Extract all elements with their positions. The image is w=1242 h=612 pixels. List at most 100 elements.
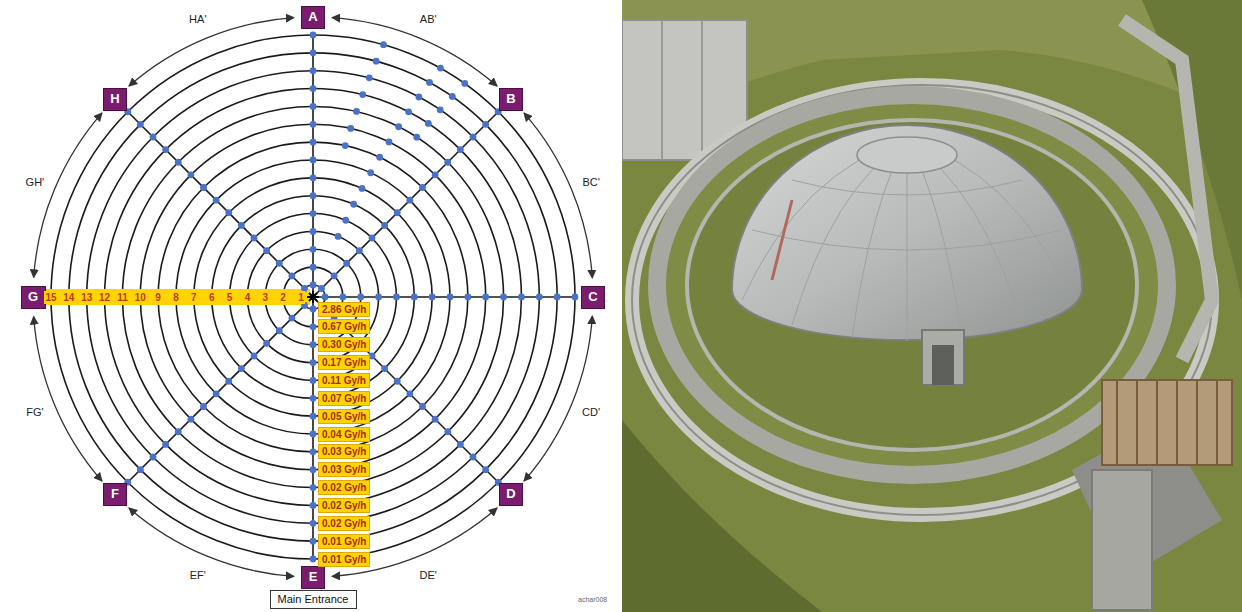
sector-label: HA' <box>187 13 208 25</box>
measurement-dot <box>419 184 426 191</box>
ring <box>194 178 432 416</box>
walkway-ring <box>657 95 1167 475</box>
stair-walk <box>1092 470 1152 610</box>
spoke <box>312 35 314 297</box>
measurement-dot <box>288 315 295 322</box>
arc-arrow <box>332 18 497 86</box>
entrance-box: Main Entrance <box>270 590 357 609</box>
measurement-dot <box>356 247 363 254</box>
ring-number: 2 <box>279 291 287 304</box>
arc-arrow <box>129 508 294 576</box>
measurement-dot <box>310 466 317 473</box>
measurement-dot <box>187 171 194 178</box>
sector-label: DE' <box>417 569 438 581</box>
dose-rate: 0.02 Gy/h <box>318 516 370 531</box>
ladder <box>772 200 792 280</box>
arc-arrow <box>129 18 294 86</box>
ring-number: 15 <box>44 291 57 304</box>
measurement-dot <box>432 171 439 178</box>
position-marker: C <box>581 286 605 309</box>
measurement-dot <box>415 94 422 101</box>
measurement-dot <box>137 466 144 473</box>
sector-label: FG' <box>24 406 45 418</box>
measurement-dot <box>310 210 317 217</box>
measurement-dot <box>342 142 349 149</box>
ring-number: 13 <box>80 291 93 304</box>
measurement-dot <box>339 294 346 301</box>
ring <box>140 124 485 469</box>
measurement-dot <box>310 448 317 455</box>
measurement-dot <box>482 121 489 128</box>
ring-number: 8 <box>172 291 180 304</box>
aerial-photo <box>622 0 1242 612</box>
ring <box>247 231 378 362</box>
measurement-dot <box>310 520 317 527</box>
measurement-dot <box>373 58 380 65</box>
measurement-dot <box>310 139 317 146</box>
measurement-dot <box>276 260 283 267</box>
measurement-dot <box>310 323 317 330</box>
pergola <box>1102 380 1232 465</box>
measurement-dot <box>432 416 439 423</box>
measurement-dot <box>367 169 374 176</box>
measurement-dot <box>310 228 317 235</box>
position-marker: F <box>103 483 127 506</box>
measurement-dot <box>447 294 454 301</box>
measurement-dot <box>213 197 220 204</box>
measurement-dot <box>310 49 317 56</box>
measurement-dot <box>310 413 317 420</box>
ring-number: 10 <box>134 291 147 304</box>
measurement-dot <box>359 91 366 98</box>
position-letter: A <box>308 10 318 24</box>
measurement-dot <box>310 32 317 39</box>
grass-ground <box>622 0 1242 612</box>
dose-rate: 0.07 Gy/h <box>318 391 370 406</box>
dose-rate: 0.67 Gy/h <box>318 319 370 334</box>
measurement-dot <box>310 264 317 271</box>
measurement-dot <box>310 502 317 509</box>
measurement-dot <box>375 294 382 301</box>
position-letter: C <box>588 290 598 304</box>
measurement-dot <box>405 108 412 115</box>
arc-connectors <box>0 0 622 612</box>
measurement-dot <box>419 403 426 410</box>
measurement-dot <box>381 222 388 229</box>
entrance-door <box>932 345 954 385</box>
dose-rate: 0.01 Gy/h <box>318 552 370 567</box>
ring-number: 11 <box>116 291 129 304</box>
position-marker: E <box>301 566 325 589</box>
measurement-dot <box>457 441 464 448</box>
measurement-dot <box>470 134 477 141</box>
measurement-dot <box>353 108 360 115</box>
measurement-dot <box>536 294 543 301</box>
measurement-dot <box>200 184 207 191</box>
dose-rate: 0.02 Gy/h <box>318 498 370 513</box>
sector-label: AB' <box>418 13 439 25</box>
dose-rate: 2.86 Gy/h <box>318 302 370 317</box>
measurement-dot <box>437 106 444 113</box>
measurement-dot <box>251 353 258 360</box>
measurement-dot <box>238 365 245 372</box>
dome <box>732 125 1082 340</box>
measurement-dot <box>175 428 182 435</box>
measurement-dot <box>350 201 357 208</box>
measurement-dot <box>318 285 325 292</box>
measurement-dot <box>393 294 400 301</box>
measurement-dot <box>150 134 157 141</box>
measurement-dot <box>310 192 317 199</box>
measurement-dot <box>518 294 525 301</box>
measurement-dot <box>381 365 388 372</box>
measurement-dot <box>406 390 413 397</box>
measurement-dot <box>310 377 317 384</box>
measurement-dot <box>310 174 317 181</box>
sector-label: BC' <box>580 176 601 188</box>
measurement-dot <box>425 120 432 127</box>
measurement-dot <box>347 125 354 132</box>
dose-rate: 0.30 Gy/h <box>318 337 370 352</box>
measurement-dot <box>310 359 317 366</box>
ring-number: 6 <box>208 291 216 304</box>
position-letter: H <box>110 92 120 106</box>
measurement-dot <box>137 121 144 128</box>
dose-rate: 0.03 Gy/h <box>318 462 370 477</box>
measurement-dot <box>357 294 364 301</box>
